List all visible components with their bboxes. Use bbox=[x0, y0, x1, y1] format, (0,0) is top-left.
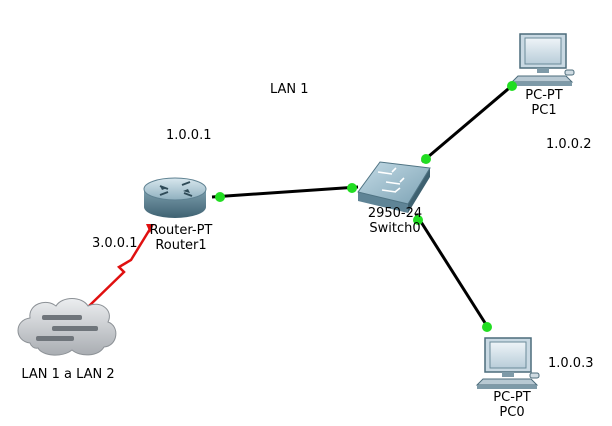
cloud-icon[interactable] bbox=[17, 298, 117, 356]
pc0-name: PC0 bbox=[499, 405, 525, 420]
router-wan-address: 3.0.0.1 bbox=[92, 236, 138, 251]
link-router-switch[interactable] bbox=[211, 185, 359, 199]
router-lan-address: 1.0.0.1 bbox=[166, 128, 212, 143]
port-indicator-router-lan bbox=[215, 192, 225, 202]
port-indicator-switch-pc0 bbox=[413, 215, 423, 225]
pc1-label[interactable]: PC-PT PC1 bbox=[525, 88, 562, 118]
network-label: LAN 1 bbox=[270, 82, 309, 97]
port-indicator-router-serial bbox=[146, 224, 154, 233]
port-indicator-switch-router bbox=[347, 183, 357, 193]
link-router-cloud-serial[interactable] bbox=[88, 228, 152, 307]
pc0-address: 1.0.0.3 bbox=[548, 356, 594, 371]
port-indicator-switch-pc1 bbox=[421, 154, 431, 164]
port-indicator-pc0 bbox=[482, 322, 492, 332]
switch-model: 2950-24 bbox=[367, 206, 423, 221]
cloud-label[interactable]: LAN 1 a LAN 2 bbox=[21, 367, 115, 382]
pc1-icon[interactable] bbox=[510, 33, 575, 86]
link-switch-pc0[interactable] bbox=[414, 213, 489, 327]
link-switch-pc1[interactable] bbox=[421, 82, 515, 164]
port-indicator-pc1 bbox=[507, 81, 517, 91]
router-name: Router1 bbox=[155, 238, 207, 253]
switch-name: Switch0 bbox=[369, 221, 421, 236]
router-icon[interactable] bbox=[143, 177, 207, 218]
switch-icon[interactable] bbox=[357, 161, 431, 213]
switch-label[interactable]: 2950-24 Switch0 bbox=[368, 206, 422, 236]
pc1-name: PC1 bbox=[531, 103, 557, 118]
pc1-model: PC-PT bbox=[525, 88, 563, 103]
router-model: Router-PT bbox=[149, 223, 213, 238]
pc0-label[interactable]: PC-PT PC0 bbox=[493, 390, 530, 420]
pc1-address: 1.0.0.2 bbox=[546, 137, 592, 152]
router-label[interactable]: Router-PT Router1 bbox=[150, 223, 213, 253]
pc0-icon[interactable] bbox=[475, 337, 540, 389]
pc0-model: PC-PT bbox=[493, 390, 531, 405]
